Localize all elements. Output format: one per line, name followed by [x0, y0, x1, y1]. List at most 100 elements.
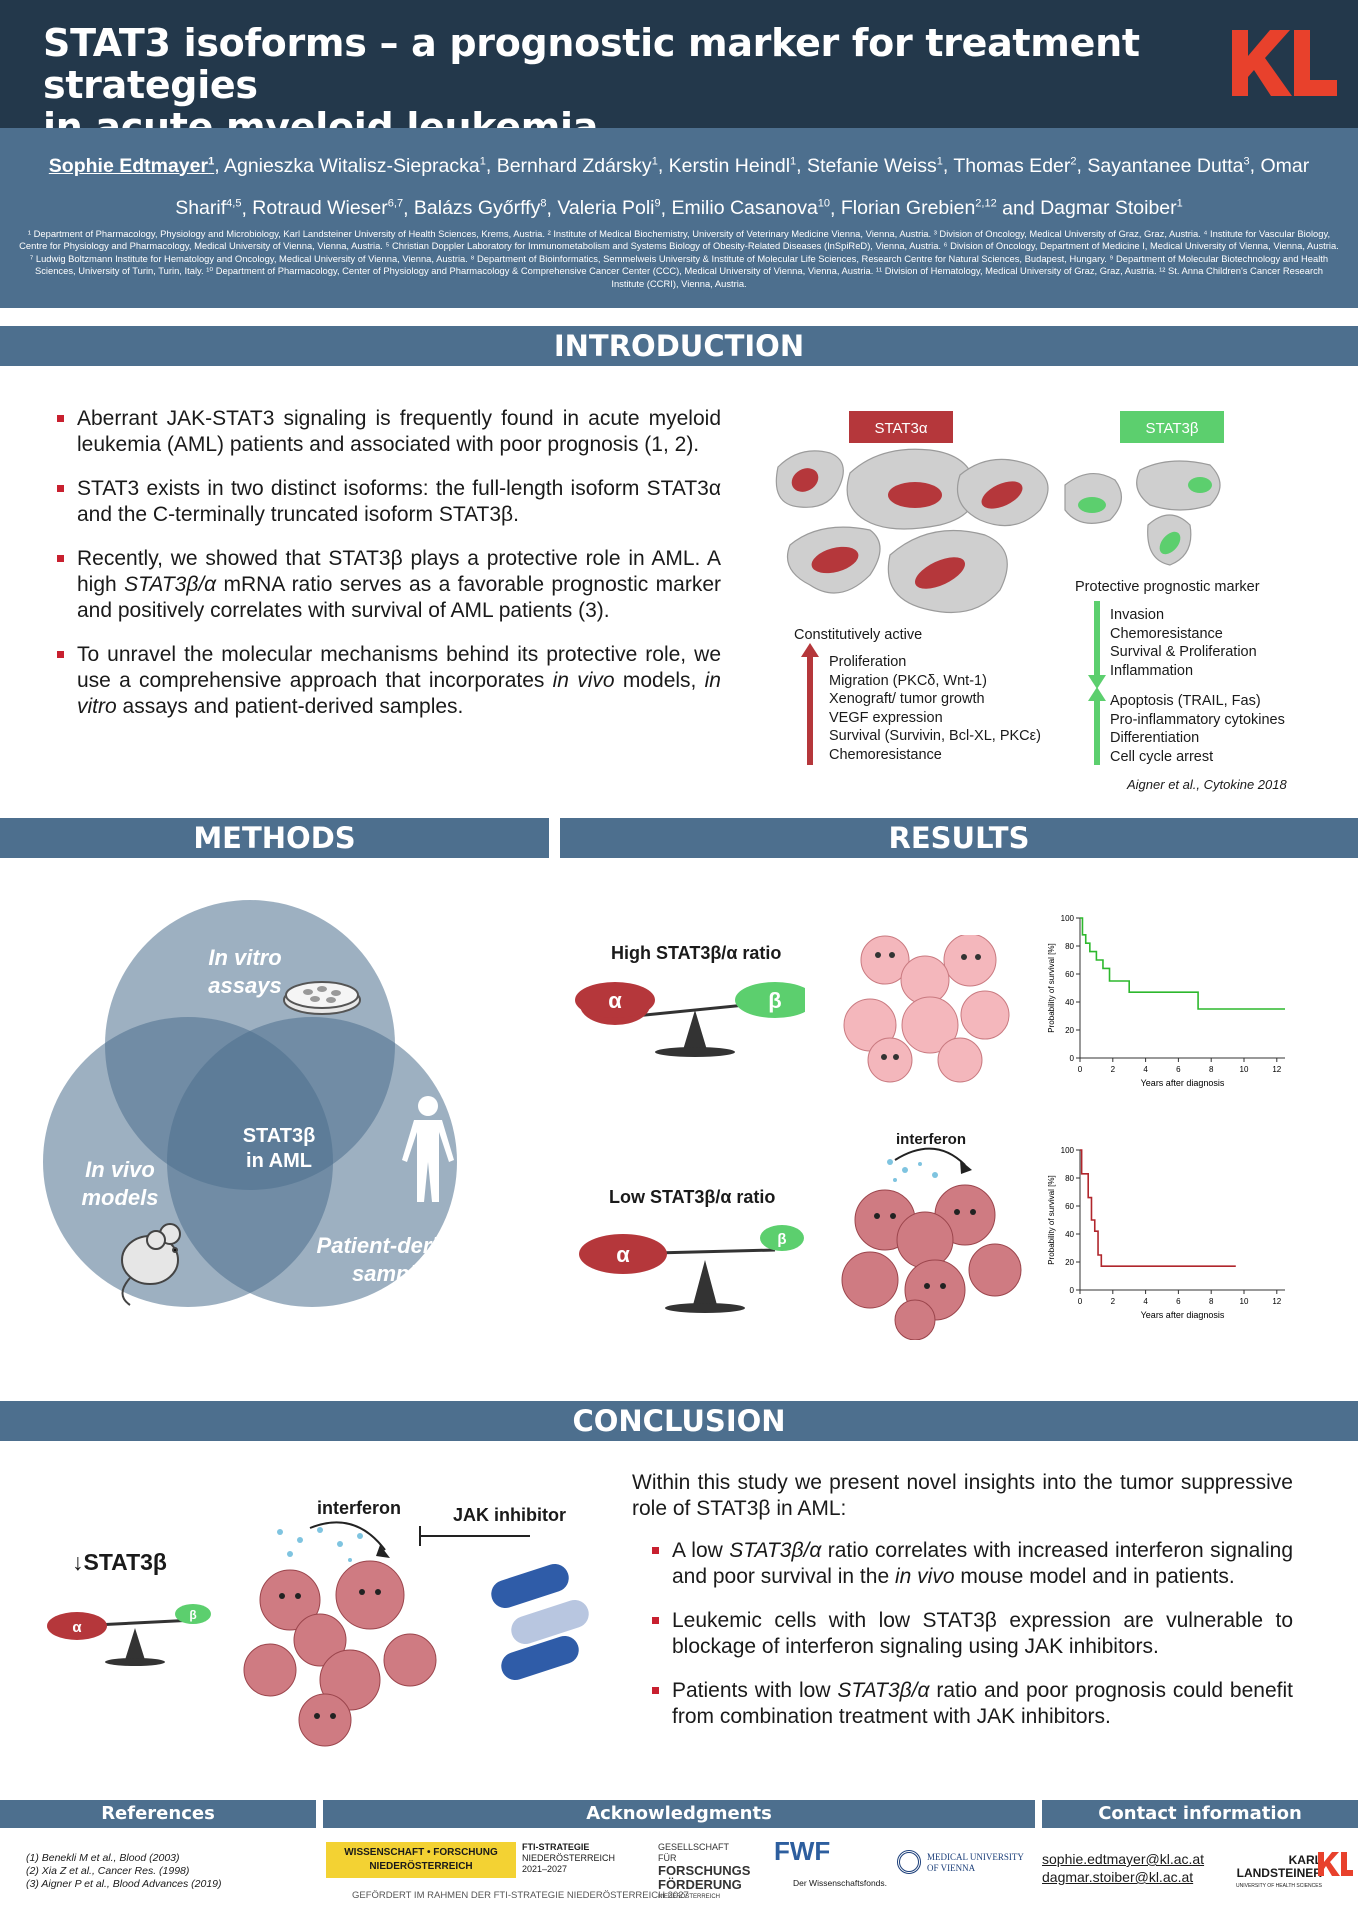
x-tick-label: 2	[1111, 1297, 1116, 1306]
methods-venn-diagram	[43, 900, 457, 1307]
author: Florian Grebien2,12	[840, 197, 997, 219]
figure-citation: Aigner et al., Cytokine 2018	[1127, 777, 1287, 792]
first-author: Sophie Edtmayer1	[48, 154, 215, 177]
x-tick-label: 0	[1078, 1065, 1083, 1074]
x-tick-label: 4	[1143, 1297, 1148, 1306]
stat3b-down-item: Survival & Proliferation	[1110, 644, 1257, 660]
mouse-icon	[121, 1223, 181, 1306]
stat3a-effect-item: Survival (Survivin, Bcl-XL, PKCε)	[829, 728, 1041, 744]
stat3b-down-item: Chemoresistance	[1110, 625, 1223, 642]
stat3b-up-item: Pro-inflammatory cytokines	[1110, 711, 1285, 728]
x-tick-label: 2	[1111, 1065, 1116, 1074]
intro-bullet-3: Recently, we showed that STAT3β plays a …	[57, 546, 721, 624]
author: Sayantanee Dutta3	[1087, 154, 1250, 177]
survival-curve	[1080, 1149, 1236, 1267]
y-tick-label: 0	[1070, 1054, 1075, 1063]
fwf-subtitle: Der Wissenschaftsfonds.	[793, 1878, 888, 1888]
section-acknowledgments: Acknowledgments	[323, 1800, 1035, 1828]
venn-patient	[167, 1017, 457, 1307]
reference-item: (1) Benekli M et al., Blood (2003)	[26, 1852, 180, 1864]
kl-logo	[1232, 30, 1337, 96]
stat3b-up-item: Differentiation	[1110, 730, 1200, 746]
survival-curve	[1080, 917, 1285, 1010]
contact-emails: sophie.edtmayer@kl.ac.at dagmar.stoiber@…	[1042, 1850, 1204, 1886]
svg-text:α: α	[608, 988, 622, 1013]
y-tick-label: 100	[1061, 914, 1075, 923]
section-results: RESULTS	[560, 818, 1358, 858]
interferon-label-results: interferon	[896, 1131, 967, 1148]
stat3b-label-box	[1120, 411, 1224, 443]
intro-bullet-4: To unravel the molecular mechanisms behi…	[57, 642, 721, 720]
conclusion-intro: Within this study we present novel insig…	[632, 1471, 1293, 1520]
stat3b-upregulated: Apoptosis (TRAIL, Fas) Pro-inflammatory c…	[1110, 692, 1285, 766]
stat3b-down-item: Invasion	[1110, 607, 1165, 623]
balance-conclusion: α β	[47, 1604, 211, 1666]
author: Balázs Győrffy8	[413, 197, 547, 219]
y-tick-label: 20	[1065, 1258, 1074, 1267]
x-tick-label: 8	[1209, 1297, 1214, 1306]
x-tick-label: 6	[1176, 1297, 1181, 1306]
stat3-isoform-figure: STAT3α STAT3β	[775, 411, 1224, 765]
stat3b-cells	[1064, 460, 1221, 566]
y-axis-label: Probability of survival [%]	[1047, 943, 1056, 1032]
svg-text:β: β	[777, 1231, 786, 1248]
y-tick-label: 20	[1065, 1026, 1074, 1035]
author: Kerstin Heindl1	[668, 154, 797, 177]
stat3b-down-label: ↓STAT3β	[72, 1549, 167, 1575]
y-axis-label: Probability of survival [%]	[1047, 1175, 1056, 1264]
y-tick-label: 80	[1065, 1174, 1074, 1183]
section-conclusion: CONCLUSION	[0, 1401, 1358, 1441]
email-sophie[interactable]: sophie.edtmayer@kl.ac.at	[1042, 1851, 1205, 1867]
meduni-seal-icon	[897, 1850, 921, 1874]
title-banner: STAT3 isoforms – a prognostic marker for…	[0, 0, 1358, 148]
affiliations: ¹ Department of Pharmacology, Physiology…	[19, 228, 1339, 289]
human-icon	[402, 1096, 454, 1202]
constitutively-active-label: Constitutively active	[794, 627, 923, 643]
y-tick-label: 60	[1065, 1202, 1074, 1211]
x-tick-label: 0	[1078, 1297, 1083, 1306]
petri-dish-icon	[283, 981, 361, 1015]
fwf-logo: FWF	[774, 1836, 831, 1866]
jak-inhibitor-label: JAK inhibitor	[453, 1505, 566, 1525]
venn-label-patient: Patient-derived samples	[316, 1233, 476, 1286]
stat3b-down-item: Inflammation	[1110, 662, 1194, 679]
intro-bullets: Aberrant JAK-STAT3 signaling is frequent…	[57, 406, 721, 738]
email-dagmar[interactable]: dagmar.stoiber@kl.ac.at	[1042, 1869, 1194, 1885]
y-tick-label: 0	[1070, 1286, 1075, 1295]
y-tick-label: 40	[1065, 998, 1074, 1007]
stat3a-effect-item: Xenograft/ tumor growth	[829, 691, 985, 707]
x-tick-label: 8	[1209, 1065, 1214, 1074]
author: Valeria Poli9	[557, 197, 661, 219]
kl-small-logo	[1318, 1852, 1353, 1876]
reference-item: (3) Aigner P et al., Blood Advances (201…	[26, 1878, 222, 1890]
references-list: (1) Benekli M et al., Blood (2003)(2) Xi…	[26, 1852, 222, 1891]
low-ratio-label: Low STAT3β/α ratio	[609, 1187, 776, 1207]
balance-low: α β	[579, 1225, 804, 1313]
stat3b-up-item: Cell cycle arrest	[1110, 748, 1214, 765]
section-contact: Contact information	[1042, 1800, 1358, 1828]
stat3b-up-item: Apoptosis (TRAIL, Fas)	[1110, 693, 1261, 709]
stat3a-nuclei	[791, 468, 1023, 589]
interferon-label-conclusion: interferon	[317, 1498, 402, 1518]
stat3a-effect-item: Chemoresistance	[829, 746, 942, 763]
svg-text:α: α	[72, 1619, 82, 1636]
intro-bullet-1: Aberrant JAK-STAT3 signaling is frequent…	[57, 406, 721, 458]
conclusion-bullet-2: Leukemic cells with low STAT3β expressio…	[652, 1609, 1293, 1658]
x-axis-label: Years after diagnosis	[1141, 1078, 1225, 1088]
jak-inhibitor-illustration	[243, 1521, 589, 1747]
y-tick-label: 40	[1065, 1230, 1074, 1239]
y-tick-label: 60	[1065, 970, 1074, 979]
conclusion-text: Within this study we present novel insig…	[632, 1470, 1293, 1748]
high-ratio-label: High STAT3β/α ratio	[611, 943, 782, 963]
x-tick-label: 6	[1176, 1065, 1181, 1074]
y-tick-label: 80	[1065, 942, 1074, 951]
